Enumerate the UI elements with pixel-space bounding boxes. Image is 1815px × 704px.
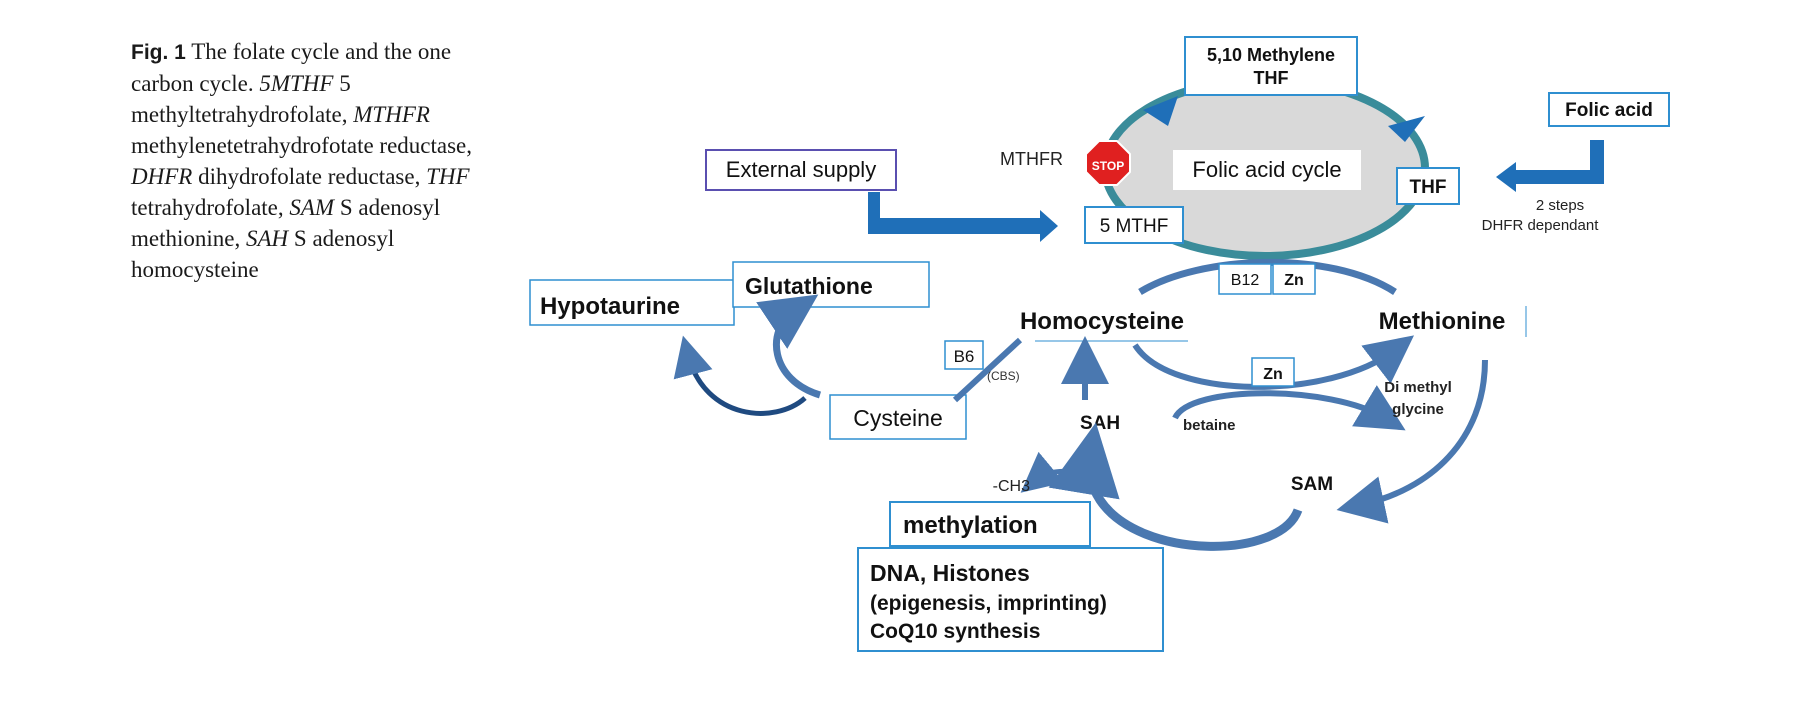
ch3-label: -CH3 — [993, 478, 1030, 495]
folic-acid-cycle-box — [1173, 150, 1361, 190]
folic-acid-cycle-label: Folic acid cycle — [1192, 157, 1341, 182]
betaine-label: betaine — [1183, 417, 1236, 434]
stop-sign-icon — [1085, 140, 1131, 186]
def-5mthf: 5 methyltetrahydrofolate, — [131, 71, 351, 127]
cbs-label: (CBS) — [987, 369, 1020, 383]
stop-sign-text: STOP — [1092, 159, 1124, 173]
zn-mid-label: Zn — [1263, 366, 1283, 383]
sam-to-sah-arc — [1048, 422, 1303, 551]
glycine-label: glycine — [1392, 401, 1444, 418]
cysteine-to-glutathione-arc — [756, 294, 822, 399]
hypotaurine-label: Hypotaurine — [540, 293, 680, 320]
dna-histones-label: DNA, Histones — [870, 560, 1030, 586]
abbr-sah: SAH — [245, 226, 289, 251]
methionine-label: Methionine — [1379, 308, 1506, 335]
def-sam: S adenosyl methionine, — [131, 195, 441, 251]
caption-title: The folate cycle and the one carbon cycl… — [131, 39, 452, 96]
abbr-thf: THF — [426, 164, 470, 189]
thf-label: THF — [1410, 177, 1447, 198]
betaine-arc — [1172, 385, 1406, 431]
glutathione-label: Glutathione — [745, 273, 873, 299]
zn-arc — [1132, 335, 1415, 390]
zn-top-box — [1272, 263, 1316, 295]
cysteine-to-hypotaurine-arc — [673, 335, 807, 416]
def-dhfr: dihydrofolate reductase, — [198, 164, 421, 189]
def-mthfr: methylenetetrahydrofotate reductase, — [131, 133, 473, 158]
methylene-thf-label-1: 5,10 Methylene — [1207, 45, 1335, 65]
cysteine-box — [829, 394, 967, 440]
dna-histones-box — [857, 547, 1164, 652]
folic-acid-to-thf-arrow-icon — [1496, 140, 1604, 192]
methylene-thf-label-2: THF — [1254, 68, 1289, 88]
sam-label: SAM — [1291, 474, 1333, 495]
methylation-box — [889, 501, 1091, 547]
abbr-dhfr: DHFR — [131, 164, 193, 189]
methionine-to-sam-arc — [1336, 359, 1488, 524]
b12-box — [1218, 263, 1272, 295]
methylation-label: methylation — [903, 512, 1038, 539]
folic-acid-label: Folic acid — [1565, 100, 1653, 121]
external-supply-label: External supply — [726, 157, 876, 182]
figure-label: Fig. 1 — [131, 41, 186, 64]
ch3-arrow — [1020, 451, 1090, 493]
def-sah: S adenosyl homocysteine — [131, 226, 395, 282]
sah-label: SAH — [1080, 413, 1120, 434]
abbr-mthfr: MTHFR — [353, 102, 430, 127]
b6-label: B6 — [954, 347, 975, 366]
epigenesis-label: (epigenesis, imprinting) — [870, 592, 1107, 615]
homocysteine-to-cysteine-line — [952, 337, 1023, 403]
abbr-sam: SAM — [289, 195, 335, 220]
b12-arc — [1138, 258, 1397, 295]
cysteine-label: Cysteine — [853, 405, 942, 431]
homocysteine-label: Homocysteine — [1020, 308, 1184, 335]
dhfr-dependant-label: DHFR dependant — [1482, 217, 1600, 234]
figure-caption: Fig. 1 The folate cycle and the one carb… — [131, 36, 491, 285]
folic-acid-box — [1548, 92, 1670, 127]
b6-box — [944, 340, 984, 370]
five-mthf-box — [1084, 206, 1184, 244]
external-supply-box — [705, 149, 897, 191]
five-mthf-label: 5 MTHF — [1100, 216, 1169, 237]
two-steps-label: 2 steps — [1536, 197, 1584, 214]
di-methyl-label: Di methyl — [1384, 379, 1452, 396]
methylene-thf-box — [1184, 36, 1358, 96]
cycle-arrowhead-left-icon — [1143, 96, 1178, 126]
zn-mid-box — [1251, 357, 1295, 387]
zn-top-label: Zn — [1284, 272, 1304, 289]
thf-box — [1396, 167, 1460, 205]
def-thf: tetrahydrofolate, — [131, 195, 284, 220]
external-supply-arrow-icon — [868, 192, 1058, 242]
hypotaurine-box — [529, 279, 735, 326]
mthfr-label: MTHFR — [1000, 149, 1063, 169]
coq10-label: CoQ10 synthesis — [870, 620, 1040, 643]
cycle-arrowhead-right-icon — [1388, 116, 1425, 142]
abbr-5mthf: 5MTHF — [259, 71, 334, 96]
b12-label: B12 — [1231, 272, 1260, 289]
